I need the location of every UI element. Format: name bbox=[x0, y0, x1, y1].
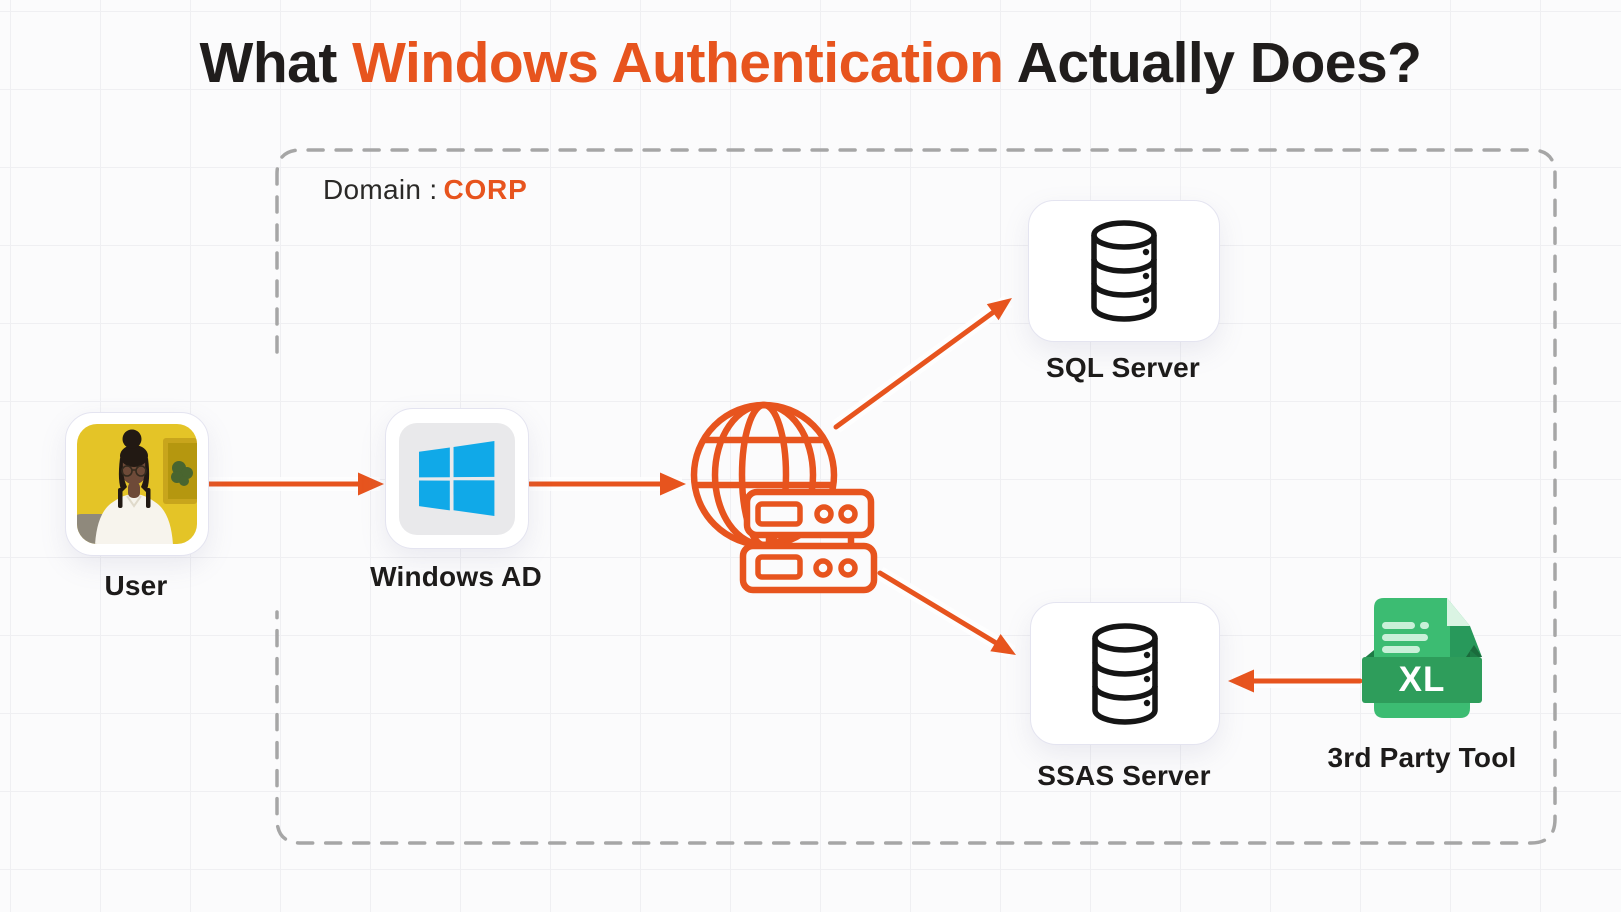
windows-ad-card bbox=[385, 408, 529, 549]
windows-ad-label: Windows AD bbox=[370, 561, 542, 592]
third-party-tool-label: 3rd Party Tool bbox=[1327, 742, 1517, 773]
title-highlight: Windows Authentication bbox=[352, 31, 1004, 95]
plant bbox=[171, 461, 193, 486]
domain-label: Domain :CORP bbox=[323, 174, 528, 206]
windows-logo-icon bbox=[419, 440, 495, 516]
windows-ad-tile bbox=[399, 422, 515, 535]
user-avatar-illustration bbox=[77, 424, 197, 544]
title-suffix: Actually Does? bbox=[1003, 31, 1422, 95]
database-icon bbox=[1091, 220, 1157, 322]
arrow-user-to-windows-ad bbox=[204, 472, 384, 496]
arrow-network-to-sql-server bbox=[831, 295, 1013, 433]
domain-value: CORP bbox=[443, 174, 528, 205]
glasses bbox=[121, 465, 147, 477]
arrow-network-to-ssas-server bbox=[876, 566, 1016, 659]
user-card bbox=[65, 412, 209, 556]
title-prefix: What bbox=[199, 31, 353, 95]
user-photo bbox=[77, 424, 197, 544]
domain-boundary-dashed-box bbox=[275, 148, 1557, 845]
page-title: What Windows Authentication Actually Doe… bbox=[0, 30, 1621, 96]
arrow-windows-ad-to-network bbox=[527, 472, 686, 496]
globe-server-icon bbox=[690, 401, 878, 594]
domain-label-text: Domain : bbox=[323, 174, 438, 205]
ssas-server-label: SSAS Server bbox=[1037, 760, 1211, 791]
database-icon bbox=[1092, 622, 1158, 725]
arrow-third-party-to-ssas-server bbox=[1228, 669, 1363, 693]
user-label: User bbox=[104, 570, 168, 601]
file-text-lines bbox=[1382, 622, 1429, 653]
excel-badge-text: XL bbox=[1399, 660, 1446, 699]
ssas-server-card bbox=[1030, 602, 1220, 745]
excel-file-icon: XL bbox=[1362, 598, 1482, 718]
sql-server-card bbox=[1028, 200, 1220, 342]
sql-server-label: SQL Server bbox=[1045, 352, 1201, 383]
